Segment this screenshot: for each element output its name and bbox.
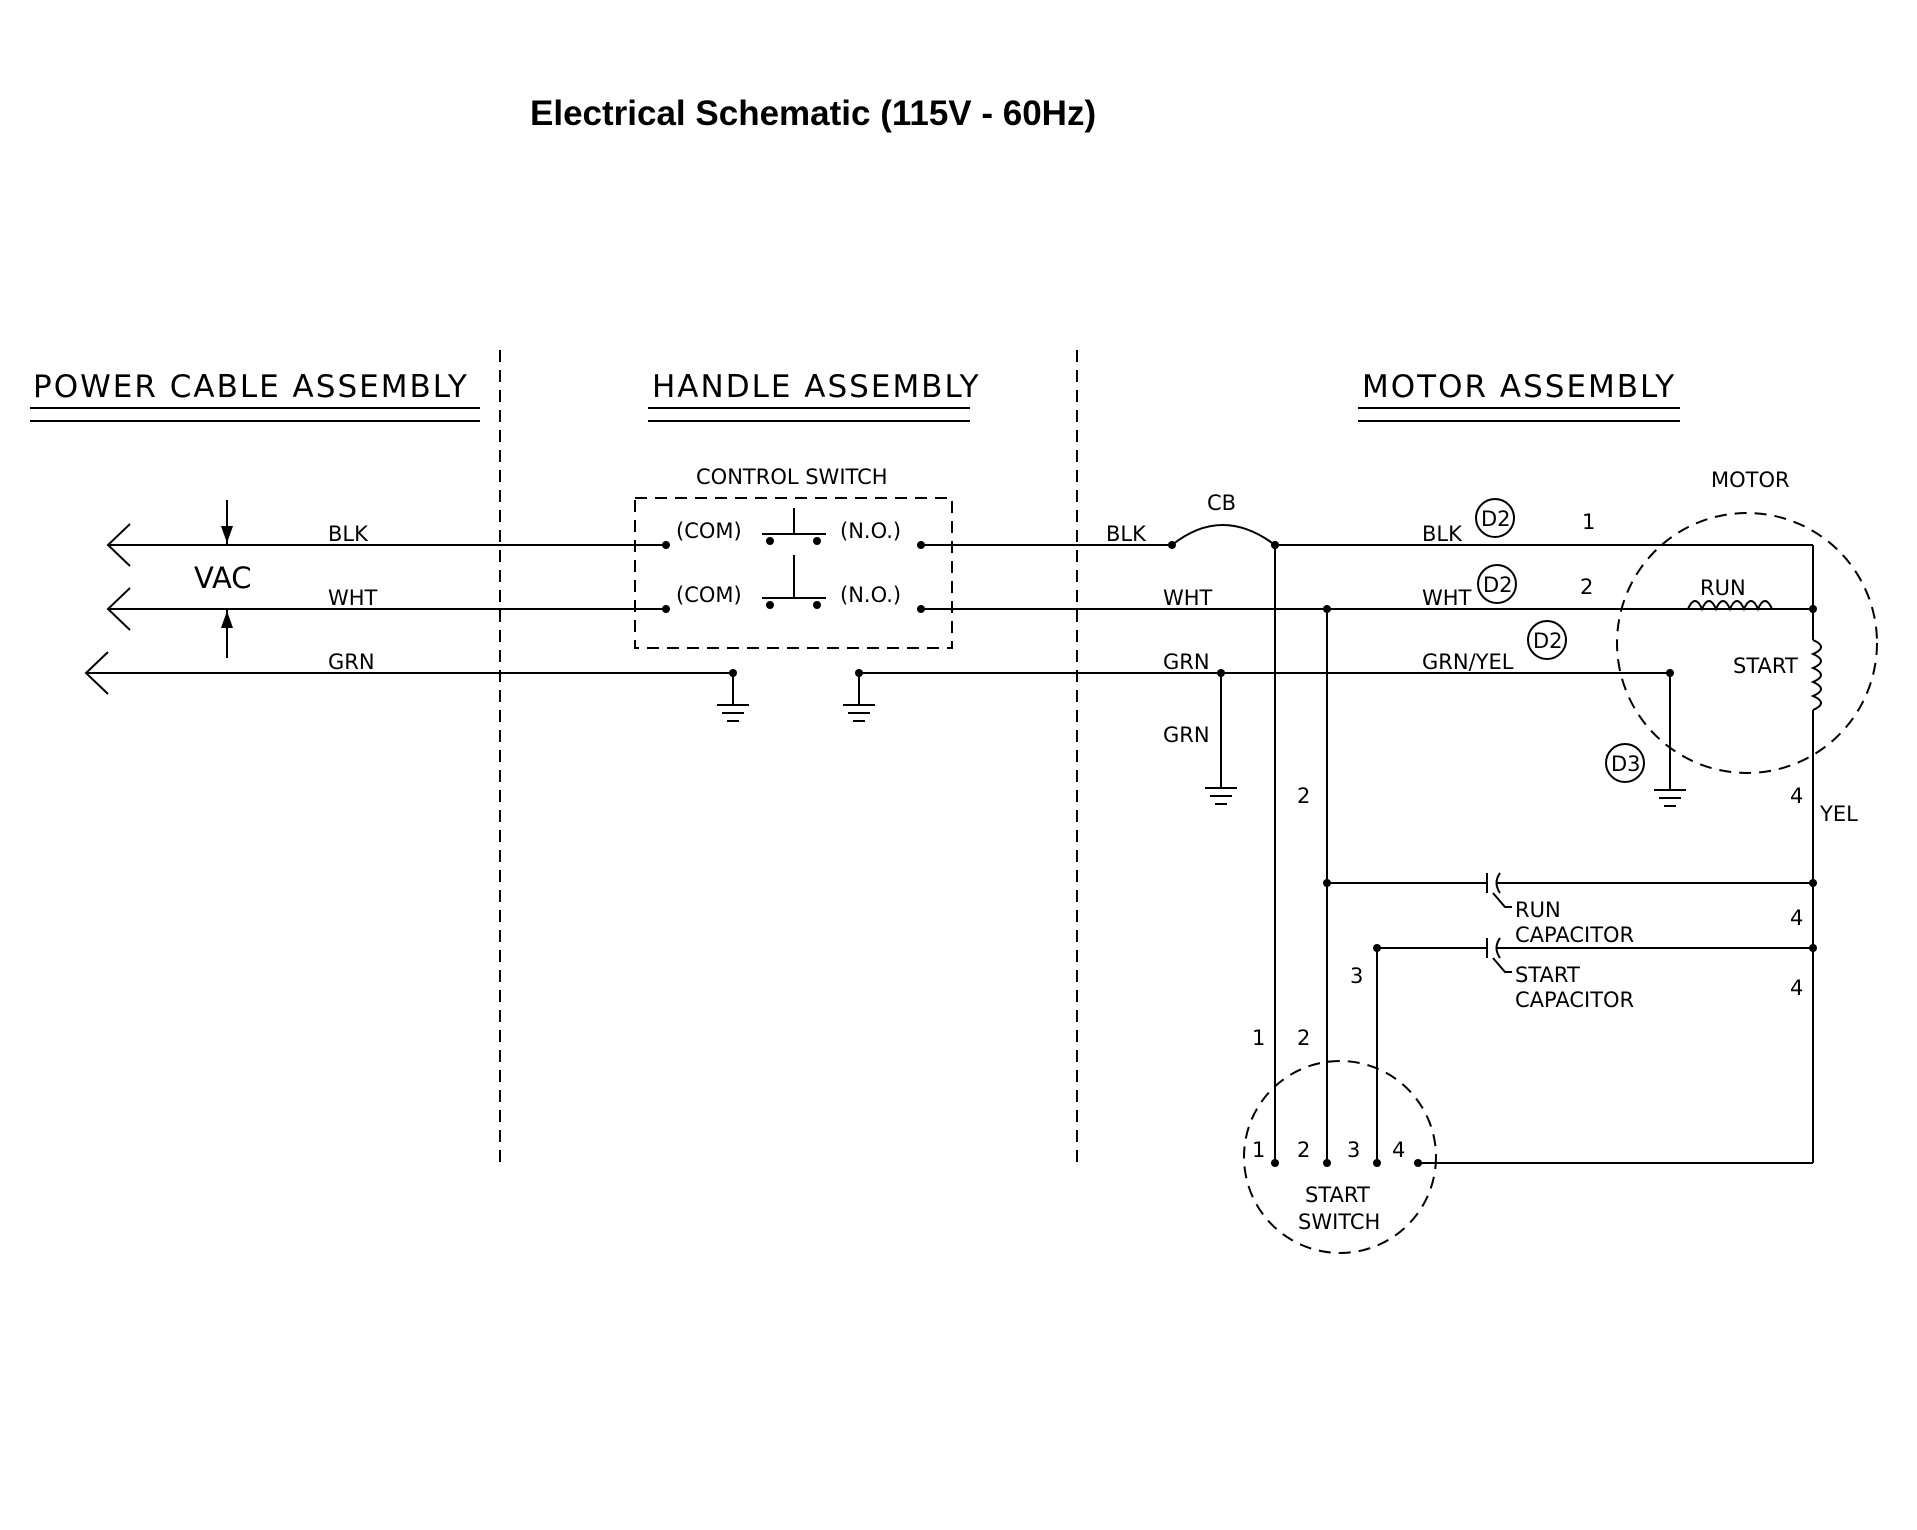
grn-label-drop: GRN [1163,723,1210,747]
run-cap-leader [1492,892,1512,908]
yel-4-label: 4 [1790,784,1803,808]
start-cap-label-2: CAPACITOR [1515,988,1634,1012]
yel-label: YEL [1819,802,1858,826]
section-power-cable-title: POWER CABLE ASSEMBLY [33,369,469,405]
run-cap-label-1: RUN [1515,898,1561,922]
grn-label-motor-in: GRN [1163,650,1210,674]
com-top-label: (COM) [676,519,742,543]
no-top-label: (N.O.) [840,519,901,543]
blk-label-motor-out: BLK [1422,522,1463,546]
cb-label: CB [1207,491,1236,515]
section-motor-title: MOTOR ASSEMBLY [1362,369,1676,405]
pin-4-label: 4 [1392,1138,1405,1162]
blk-label-power: BLK [328,522,369,546]
start-cap-label-1: START [1515,963,1580,987]
switch-terminal [662,605,670,613]
start-cap-leader [1492,957,1512,973]
start-switch-pin-2 [1323,1159,1331,1167]
switch-contact [766,601,774,609]
blk-label-motor-in: BLK [1106,522,1147,546]
run-winding [1687,600,1773,612]
grn-label-power: GRN [328,650,375,674]
pin-3-label: 3 [1347,1138,1360,1162]
page-title: Electrical Schematic (115V - 60Hz) [530,94,1096,133]
run-cap-label-2: CAPACITOR [1515,923,1634,947]
section-handle-title: HANDLE ASSEMBLY [652,369,981,405]
callout-d2-b: D2 [1483,573,1513,597]
start-winding-label: START [1733,654,1798,678]
terminal-2-label: 2 [1580,575,1593,599]
start-switch-outline [1243,1060,1437,1254]
switch-contact [766,537,774,545]
wire-2b-label: 2 [1297,1026,1310,1050]
callout-d2 [1527,620,1567,660]
no-bottom-label: (N.O.) [840,583,901,607]
start-switch-label-2: SWITCH [1298,1210,1380,1234]
start-winding [1810,639,1822,711]
callout-d2-a: D2 [1481,507,1511,531]
run-cap-4-label: 4 [1790,906,1803,930]
callout-d3-label: D3 [1611,752,1641,776]
pin-1-label: 1 [1252,1138,1265,1162]
wht-label-motor-in: WHT [1163,586,1213,610]
start-switch-pin-3 [1373,1159,1381,1167]
callout-d2 [1477,564,1517,604]
circuit-breaker [1171,524,1276,546]
vac-label: VAC [194,561,252,595]
grn-yel-label: GRN/YEL [1422,650,1514,674]
start-cap-node [1809,944,1817,952]
control-switch-label: CONTROL SWITCH [696,465,888,489]
run-winding-label: RUN [1700,576,1746,600]
callout-d3 [1605,743,1645,783]
callout-d2 [1475,498,1515,538]
switch-contact [813,537,821,545]
pin-2-label: 2 [1297,1138,1310,1162]
control-switch-box [634,497,953,649]
wht-label-motor-out: WHT [1422,586,1472,610]
switch-terminal [662,541,670,549]
start-cap-4-label: 4 [1790,976,1803,1000]
wire-3-label: 3 [1350,964,1363,988]
motor-label: MOTOR [1711,468,1790,492]
vac-arrowhead-top [221,526,233,543]
start-switch-label-1: START [1305,1183,1370,1207]
vac-arrowhead-bottom [221,611,233,628]
terminal-1-label: 1 [1582,510,1595,534]
wire-2-label: 2 [1297,784,1310,808]
com-bottom-label: (COM) [676,583,742,607]
callout-d2-c: D2 [1533,629,1563,653]
motor-outline [1616,512,1878,774]
wire-1b-label: 1 [1252,1026,1265,1050]
wht-label-power: WHT [328,586,378,610]
run-cap-node [1809,879,1817,887]
switch-contact [813,601,821,609]
start-switch-pin-1 [1271,1159,1279,1167]
